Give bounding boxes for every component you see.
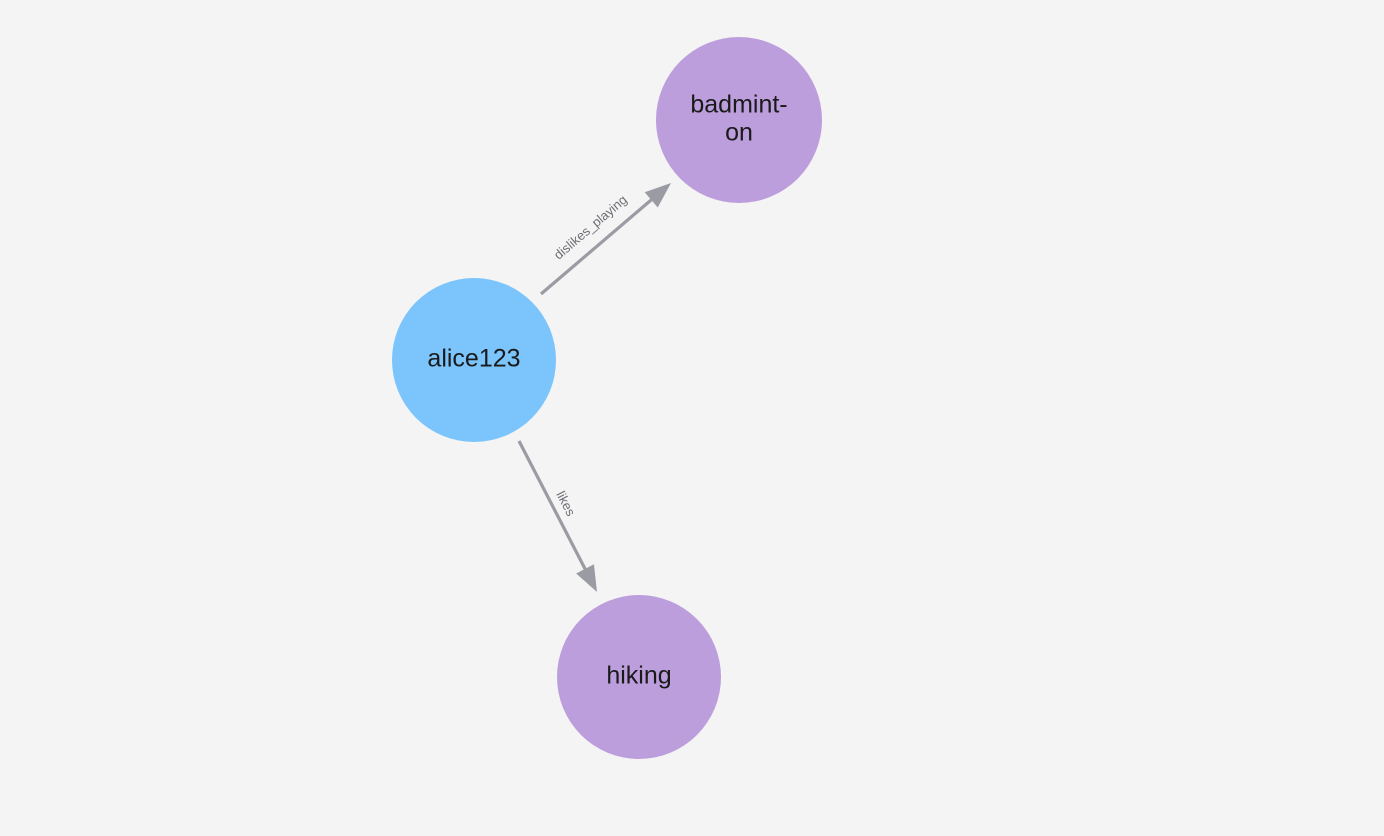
node-circle[interactable] <box>392 278 556 442</box>
graph-node-badminton[interactable]: badmint-on <box>656 37 822 203</box>
graph-edge[interactable] <box>517 440 597 592</box>
nodes-layer: alice123 badmint-on hiking <box>392 37 822 759</box>
node-circle[interactable] <box>557 595 721 759</box>
graph-node-hiking[interactable]: hiking <box>557 595 721 759</box>
edge-arrowhead-icon <box>576 564 597 592</box>
edge-arrowhead-icon <box>644 183 671 208</box>
graph-edge[interactable] <box>539 183 671 296</box>
edge-line <box>539 196 656 296</box>
node-circle[interactable] <box>656 37 822 203</box>
edges-layer <box>517 183 671 592</box>
edge-line <box>517 440 589 574</box>
graph-node-alice123[interactable]: alice123 <box>392 278 556 442</box>
